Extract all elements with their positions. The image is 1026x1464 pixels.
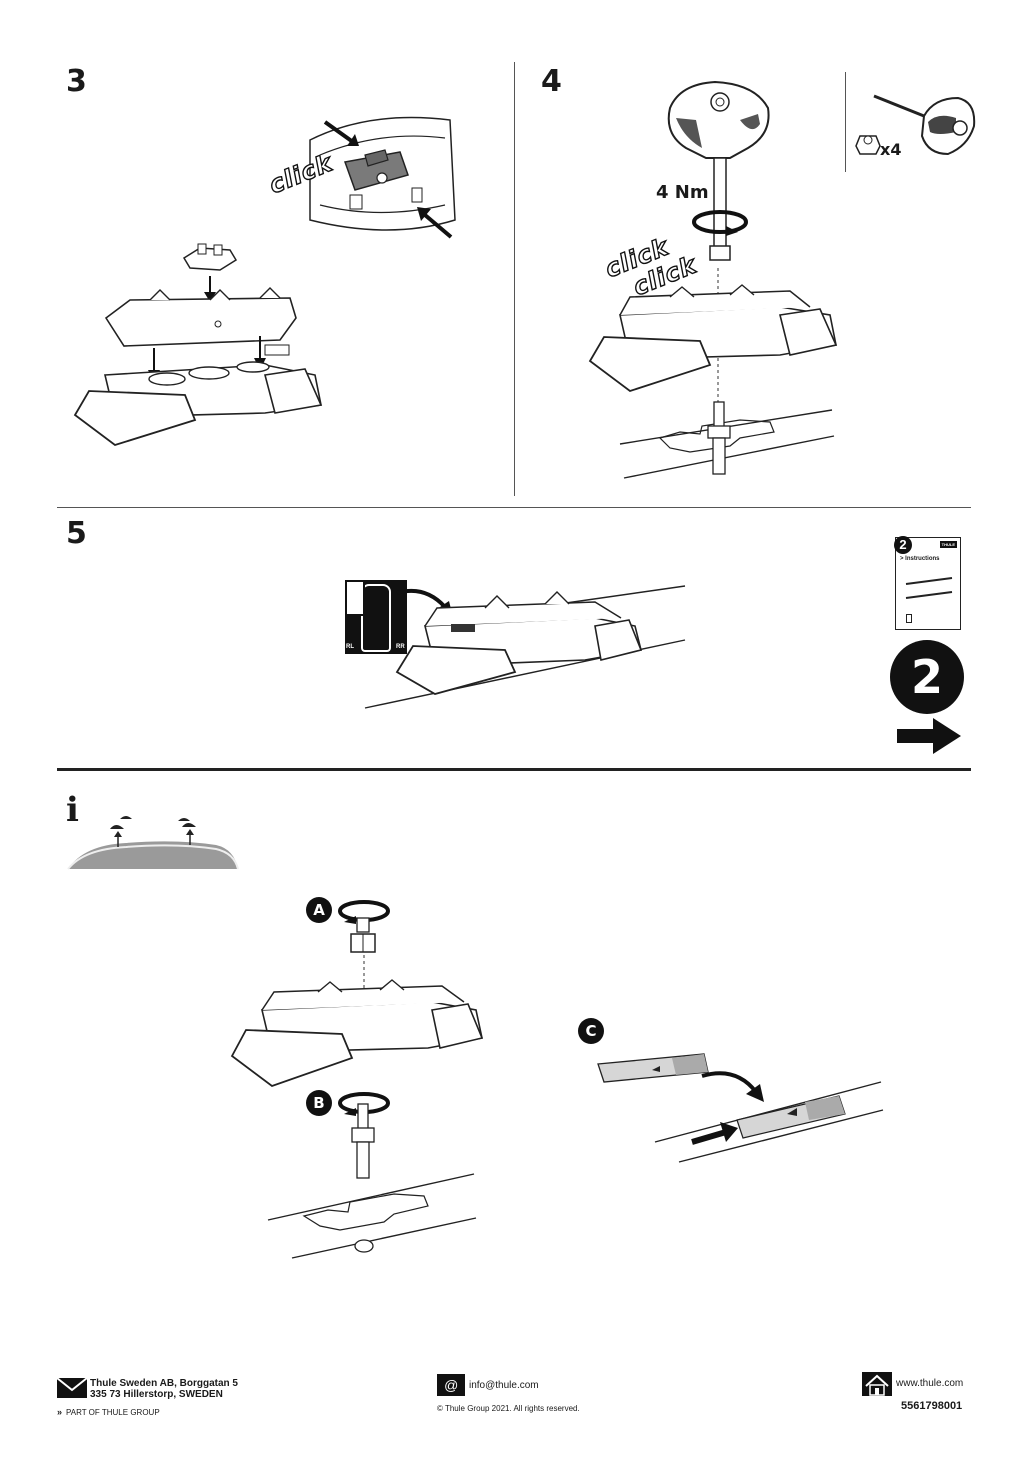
step-number-5: 5 — [66, 516, 87, 551]
mail-icon — [56, 1377, 88, 1398]
group-label: PART OF THULE GROUP — [66, 1408, 160, 1417]
step-number-3: 3 — [66, 64, 87, 99]
bolt-illustration-b — [351, 1103, 375, 1179]
home-icon — [862, 1372, 892, 1396]
booklet-number: 2 — [899, 537, 907, 552]
arrow-icon-right-large — [897, 718, 961, 754]
separator-horizontal-2 — [57, 768, 971, 771]
label-c: C — [585, 1022, 597, 1040]
separator-horizontal-1 — [57, 507, 971, 508]
arrow-icon-curved-c — [701, 1071, 764, 1102]
torque-wrench-illustration — [667, 80, 770, 261]
position-diagram-cutout — [345, 580, 365, 616]
arrow-icon-down — [204, 276, 216, 302]
instructions-booklet: 2 THULE > Instructions — [894, 536, 961, 630]
torque-value: 4 Nm — [656, 182, 709, 203]
separator-tools — [845, 72, 846, 172]
booklet-title: > Instructions — [900, 556, 940, 562]
foot-on-rail-illustration — [364, 585, 686, 709]
position-label-rl: RL — [346, 644, 354, 650]
arrow-icon-right-c — [691, 1122, 738, 1145]
label-c-badge: C — [578, 1018, 604, 1044]
position-label-rr: RR — [396, 644, 405, 650]
booklet-number-badge: 2 — [894, 536, 912, 554]
nut-illustration-a — [350, 917, 376, 953]
email-icon: @ — [437, 1374, 465, 1396]
foot-base-illustration — [73, 344, 323, 446]
booklet-bars-icon — [905, 577, 953, 599]
step3-detail-illustration — [309, 116, 456, 231]
separator-vertical — [514, 62, 515, 496]
nut-quantity: x4 — [880, 140, 902, 159]
part-number: 5561798001 — [901, 1400, 963, 1412]
clip-illustration — [182, 243, 238, 271]
booklet-brand: THULE — [939, 541, 957, 548]
next-step-badge: 2 — [890, 640, 964, 714]
nut-icon — [855, 135, 881, 155]
tray-illustration — [104, 287, 297, 347]
info-icon: i — [66, 790, 79, 830]
label-b-badge: B — [306, 1090, 332, 1116]
copyright: © Thule Group 2021. All rights reserved. — [437, 1404, 580, 1413]
dashed-axis-info — [363, 955, 365, 995]
foot-assembled-illustration — [588, 284, 838, 393]
website-link[interactable]: www.thule.com — [896, 1378, 964, 1389]
booklet-part-icon — [906, 614, 912, 623]
bolt-illustration — [707, 401, 731, 475]
arrow-icon-up-left — [417, 207, 453, 239]
position-diagram-car-outline — [361, 584, 391, 652]
arrow-icon-down-right — [323, 120, 359, 146]
rotate-icon — [692, 210, 748, 236]
label-a-badge: A — [306, 897, 332, 923]
chevron-right-icon: » — [57, 1407, 63, 1417]
foot-info-illustration — [230, 979, 484, 1088]
roof-rail-c-illustration — [654, 1081, 884, 1163]
label-a: A — [313, 901, 325, 919]
email-link[interactable]: info@thule.com — [469, 1380, 539, 1391]
roof-rail-info-illustration — [267, 1173, 477, 1259]
address-line-2: 335 73 Hillerstorp, SWEDEN — [90, 1389, 223, 1400]
car-roof-icon — [67, 816, 239, 870]
next-step-number: 2 — [910, 650, 943, 704]
key-tool-icon — [873, 94, 976, 156]
address-line-1: Thule Sweden AB, Borggatan 5 — [90, 1378, 238, 1389]
cover-strip-illustration — [597, 1053, 709, 1083]
label-b: B — [313, 1094, 325, 1112]
step-number-4: 4 — [541, 64, 562, 99]
